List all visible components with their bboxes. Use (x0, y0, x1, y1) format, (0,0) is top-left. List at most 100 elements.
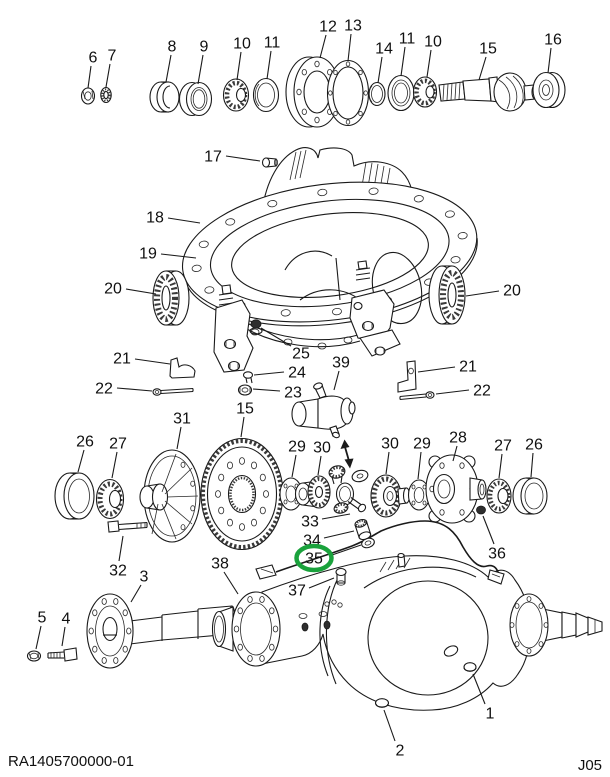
callout-39: 39 (332, 355, 350, 391)
callout-label-16: 16 (544, 32, 562, 49)
callout-label-28: 28 (449, 430, 467, 447)
part-grommet-35 (361, 537, 375, 549)
callout-20: 20 (465, 283, 521, 300)
callout-7: 7 (105, 48, 117, 88)
callout-label-37: 37 (288, 583, 306, 600)
callout-4: 4 (61, 611, 71, 647)
part-nut-5 (26, 650, 42, 662)
callout-label-39: 39 (332, 355, 350, 372)
callout-35: 35 (294, 543, 362, 573)
callout-1: 1 (472, 673, 495, 723)
callout-21: 21 (417, 359, 477, 376)
callout-14: 14 (375, 41, 393, 84)
part-fill-plug-1 (463, 662, 477, 672)
part-diff-case-28 (425, 454, 487, 524)
callout-label-5: 5 (38, 610, 47, 627)
wire-connector-left (255, 564, 277, 580)
callout-label-33: 33 (301, 514, 319, 531)
callout-16: 16 (544, 32, 562, 74)
part-thrust-washer-29-right (407, 479, 431, 511)
callout-label-26: 26 (525, 437, 543, 454)
callout-30: 30 (313, 440, 331, 476)
callout-label-11: 11 (264, 35, 281, 52)
callout-10: 10 (233, 36, 251, 81)
callout-30: 30 (381, 436, 399, 475)
callout-label-8: 8 (168, 39, 177, 56)
callout-11: 11 (264, 35, 281, 80)
part-plug-17 (261, 157, 278, 168)
callout-label-9: 9 (200, 39, 209, 56)
part-bearing-cup-11-right (387, 74, 415, 112)
callout-label-27: 27 (109, 436, 127, 453)
callout-18: 18 (146, 210, 201, 227)
callout-label-11: 11 (399, 31, 416, 48)
callout-label-19: 19 (139, 246, 157, 263)
callout-label-13: 13 (344, 18, 362, 35)
part-bearing-cone-10-right (412, 76, 438, 108)
callout-label-36: 36 (488, 546, 506, 563)
callout-label-20: 20 (104, 281, 122, 298)
part-thrust-washer-29-left (279, 477, 303, 511)
callout-22: 22 (435, 383, 491, 400)
part-flange-12 (285, 56, 341, 128)
callout-label-30: 30 (313, 440, 331, 457)
callout-19: 19 (139, 246, 197, 263)
sensor-wire-harness (255, 520, 505, 585)
callout-label-20: 20 (503, 283, 521, 300)
part-bearing-20-right (428, 265, 466, 325)
callout-36: 36 (482, 515, 506, 563)
housing-right-spindle (509, 593, 603, 657)
part-hub-flange-38 (211, 591, 281, 667)
callout-24: 24 (253, 365, 306, 382)
callout-32: 32 (109, 535, 127, 580)
part-fitting-24 (242, 371, 254, 384)
callout-label-15: 15 (236, 401, 254, 418)
callout-label-22: 22 (473, 383, 491, 400)
part-spider-pinions-33 (328, 465, 369, 514)
callout-3: 3 (130, 569, 149, 603)
callout-25: 25 (260, 327, 310, 363)
part-nut-36 (476, 505, 486, 515)
callout-label-38: 38 (211, 556, 229, 573)
callout-11: 11 (399, 31, 416, 77)
callout-23: 23 (252, 385, 302, 402)
callout-label-14: 14 (375, 41, 393, 58)
callout-label-3: 3 (140, 569, 149, 586)
double-arrow (340, 439, 354, 469)
part-drain-plug-2 (374, 698, 390, 708)
callout-label-10: 10 (424, 34, 442, 51)
callout-22: 22 (95, 381, 153, 398)
callout-33: 33 (301, 513, 351, 531)
callout-label-10: 10 (233, 36, 251, 53)
part-bearing-16 (532, 71, 566, 109)
callout-label-24: 24 (288, 365, 306, 382)
part-nut-6 (80, 87, 96, 105)
part-bracket-21-right (397, 360, 417, 393)
highlight-ellipse (294, 543, 334, 573)
callout-label-2: 2 (396, 743, 405, 760)
callout-label-29: 29 (288, 439, 306, 456)
callout-29: 29 (413, 436, 431, 480)
part-bolt-32 (107, 520, 148, 533)
part-bearing-cone-27-left (95, 478, 125, 520)
part-side-gear-30-left (294, 475, 331, 509)
part-gasket-13 (326, 59, 370, 127)
part-bracket-21-left (169, 357, 196, 379)
part-pin-22-left (152, 387, 194, 396)
callout-31: 31 (173, 411, 191, 450)
part-ring-gear-15 (200, 437, 284, 551)
callout-label-25: 25 (292, 346, 310, 363)
callout-label-7: 7 (108, 48, 117, 65)
callout-8: 8 (165, 39, 177, 83)
part-bearing-cup-11-left (252, 77, 280, 113)
part-diff-case-half-31 (139, 449, 201, 543)
part-bearing-cup-26-left (54, 472, 95, 520)
callout-label-1: 1 (486, 706, 495, 723)
page-code: J05 (578, 757, 602, 774)
callout-6: 6 (87, 50, 98, 89)
part-ring-14 (368, 81, 386, 107)
callout-27: 27 (109, 436, 127, 479)
part-washer-7 (100, 86, 112, 104)
